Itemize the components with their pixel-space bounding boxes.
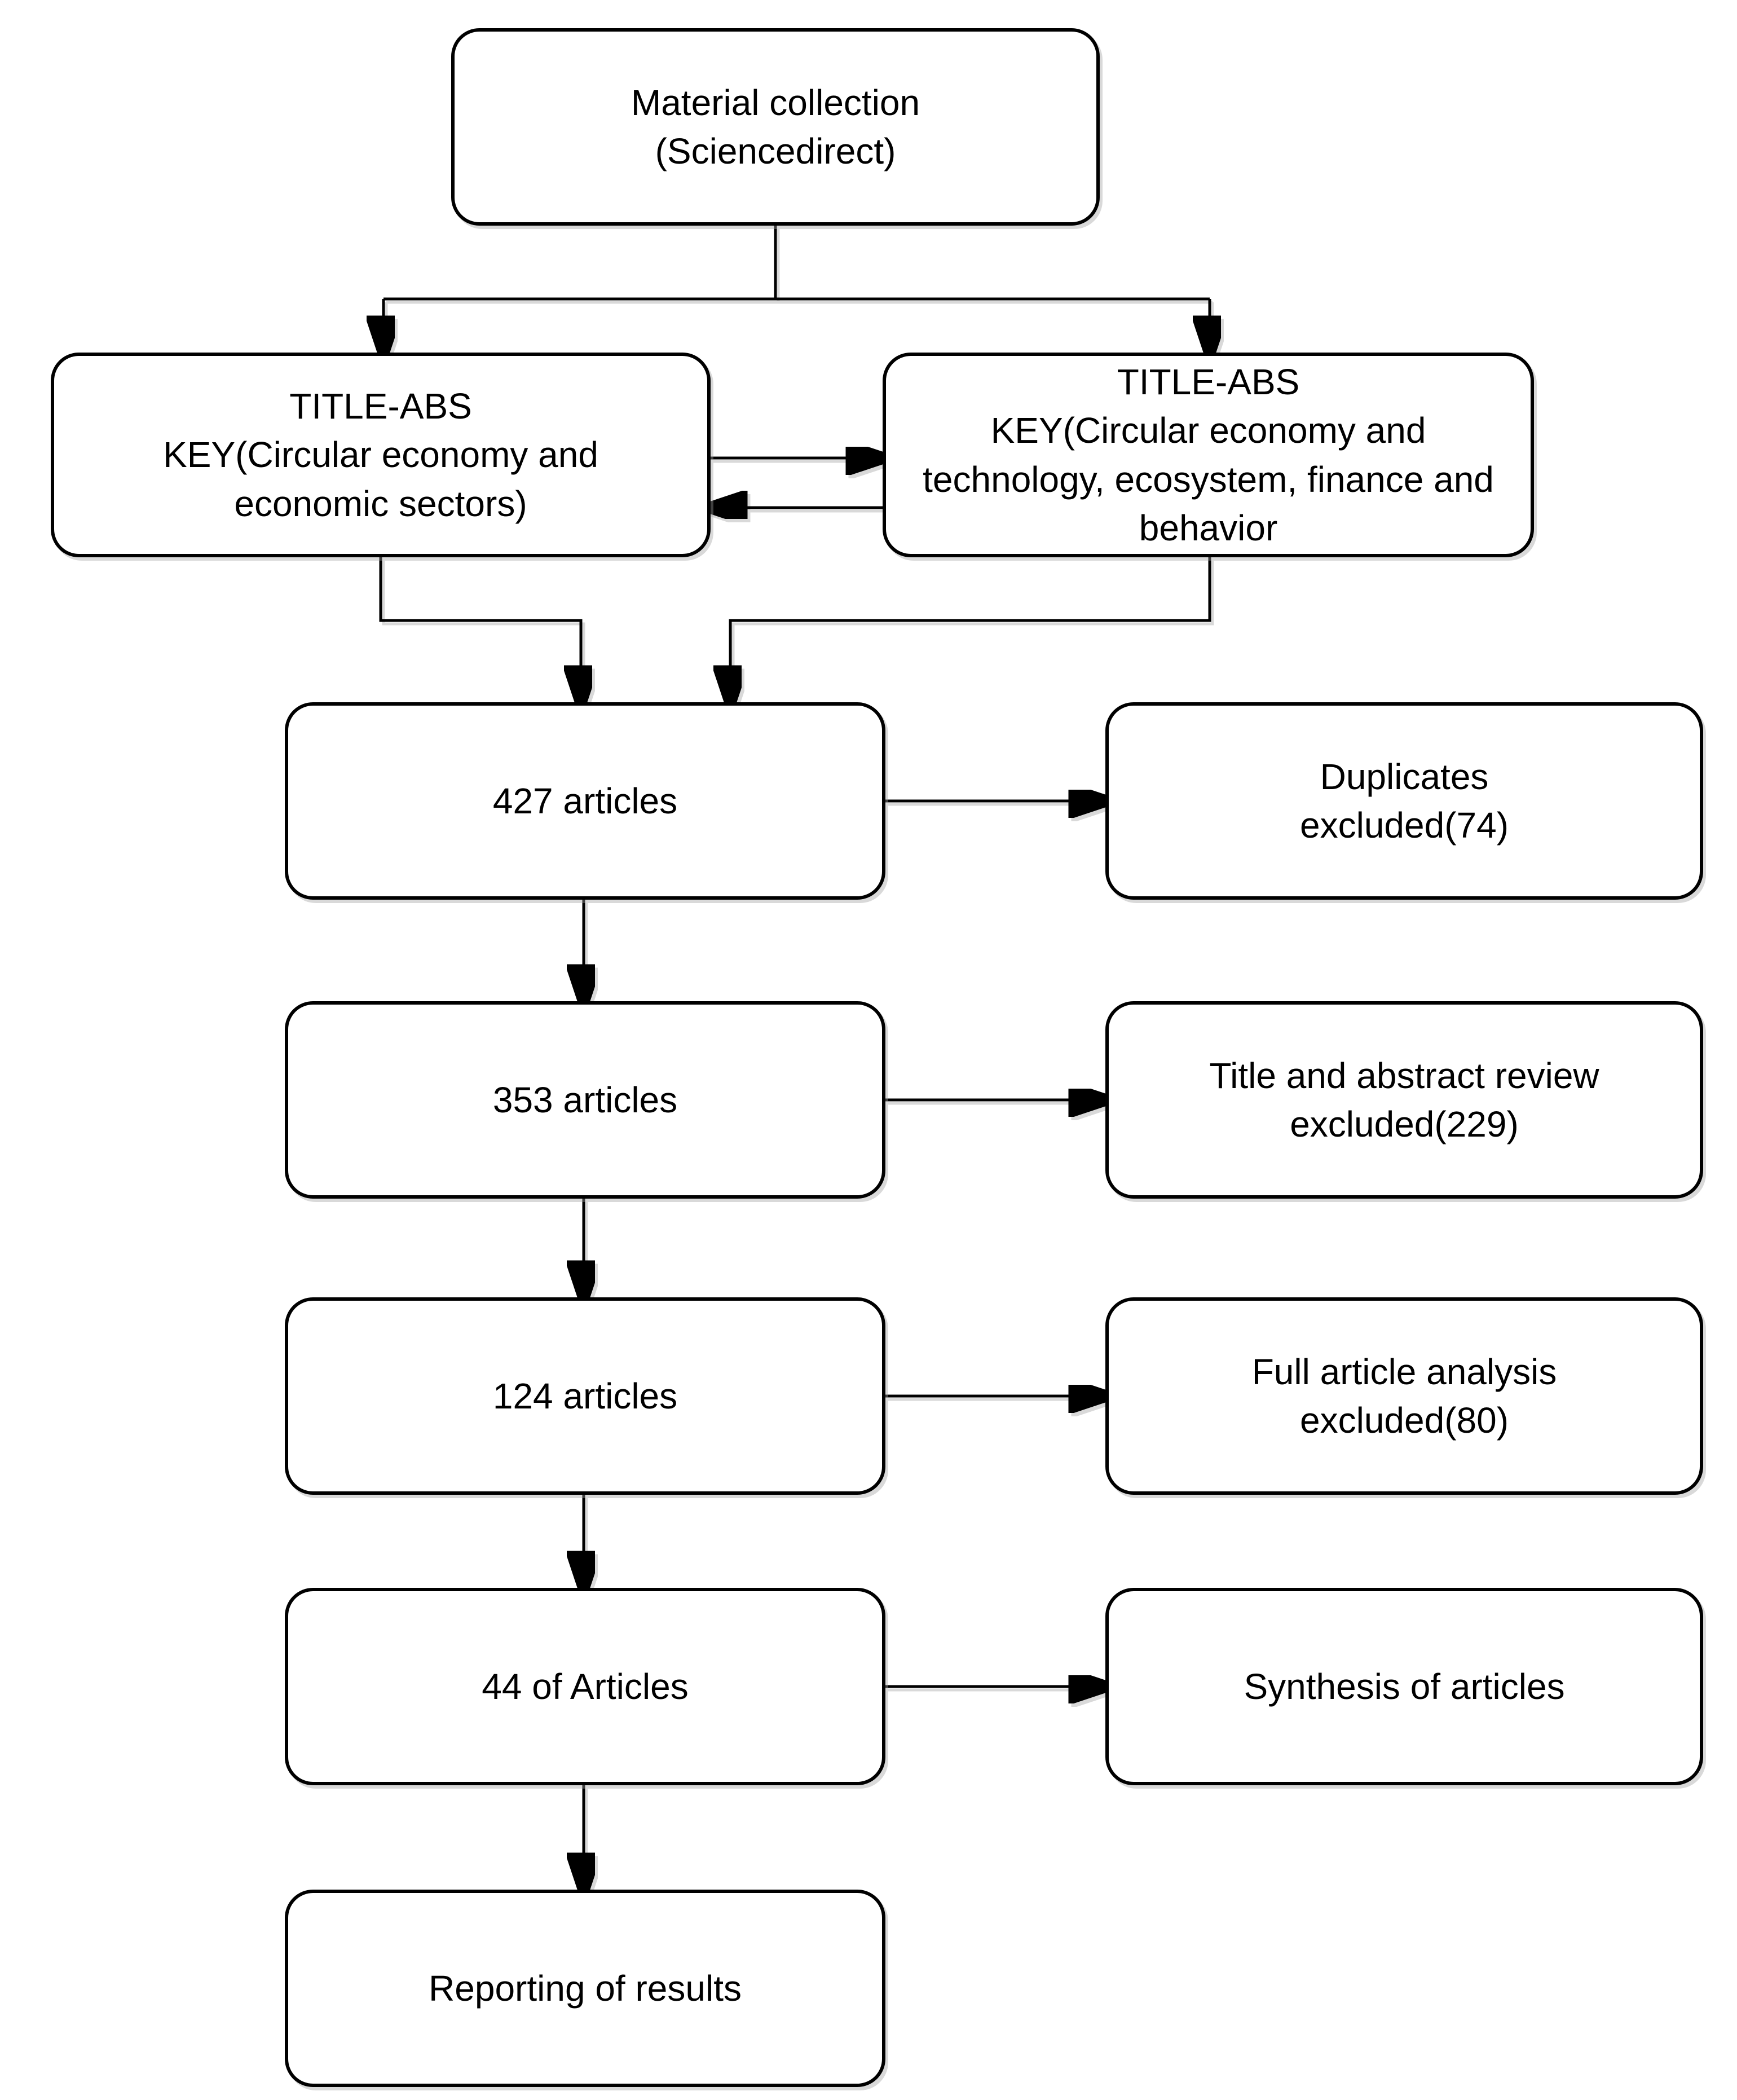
node-label-line: technology, ecosystem, finance and [923, 459, 1494, 500]
node-label-line: behavior [1139, 507, 1278, 548]
node-full-article-analysis-excluded: Full article analysis excluded(80) [1105, 1297, 1703, 1495]
arrow-key-technology-to-427 [730, 557, 1211, 698]
node-label-line: Duplicates [1320, 756, 1489, 797]
node-label-line: 44 of Articles [482, 1666, 689, 1707]
node-title-abstract-review-excluded: Title and abstract review excluded(229) [1105, 1001, 1703, 1199]
node-reporting-of-results: Reporting of results [285, 1890, 885, 2087]
node-material-collection: Material collection (Sciencedirect) [451, 28, 1100, 226]
node-label-line: 427 articles [492, 780, 678, 821]
node-label-line: economic sectors) [234, 483, 527, 524]
node-label-line: excluded(74) [1300, 805, 1509, 846]
node-label-line: Title and abstract review [1209, 1055, 1599, 1096]
node-label-line: Full article analysis [1251, 1351, 1557, 1392]
node-label-line: KEY(Circular economy and [163, 434, 598, 476]
node-44-of-articles: 44 of Articles [285, 1588, 885, 1785]
node-label-line: TITLE-ABS [289, 385, 472, 426]
node-427-articles: 427 articles [285, 702, 885, 900]
node-label-line: Material collection [631, 82, 920, 123]
node-duplicates-excluded: Duplicates excluded(74) [1105, 702, 1703, 900]
node-353-articles: 353 articles [285, 1001, 885, 1199]
node-label-line: 124 articles [492, 1375, 678, 1416]
node-label-line: TITLE-ABS [1117, 361, 1300, 402]
node-label-line: excluded(229) [1290, 1104, 1519, 1144]
arrow-key-sectors-to-427 [379, 557, 581, 698]
node-label-line: excluded(80) [1300, 1400, 1509, 1441]
node-label-line: 353 articles [492, 1079, 678, 1120]
node-label-line: Reporting of results [429, 1967, 742, 2009]
node-synthesis-of-articles: Synthesis of articles [1105, 1588, 1703, 1785]
node-124-articles: 124 articles [285, 1297, 885, 1495]
node-label-line: KEY(Circular economy and [990, 410, 1426, 451]
node-title-abs-key-technology: TITLE-ABS KEY(Circular economy and techn… [883, 353, 1534, 557]
node-label-line: (Sciencedirect) [655, 131, 896, 171]
node-title-abs-key-economic-sectors: TITLE-ABS KEY(Circular economy and econo… [51, 353, 711, 557]
connector-material-branch [383, 226, 1210, 301]
node-label-line: Synthesis of articles [1244, 1666, 1565, 1707]
